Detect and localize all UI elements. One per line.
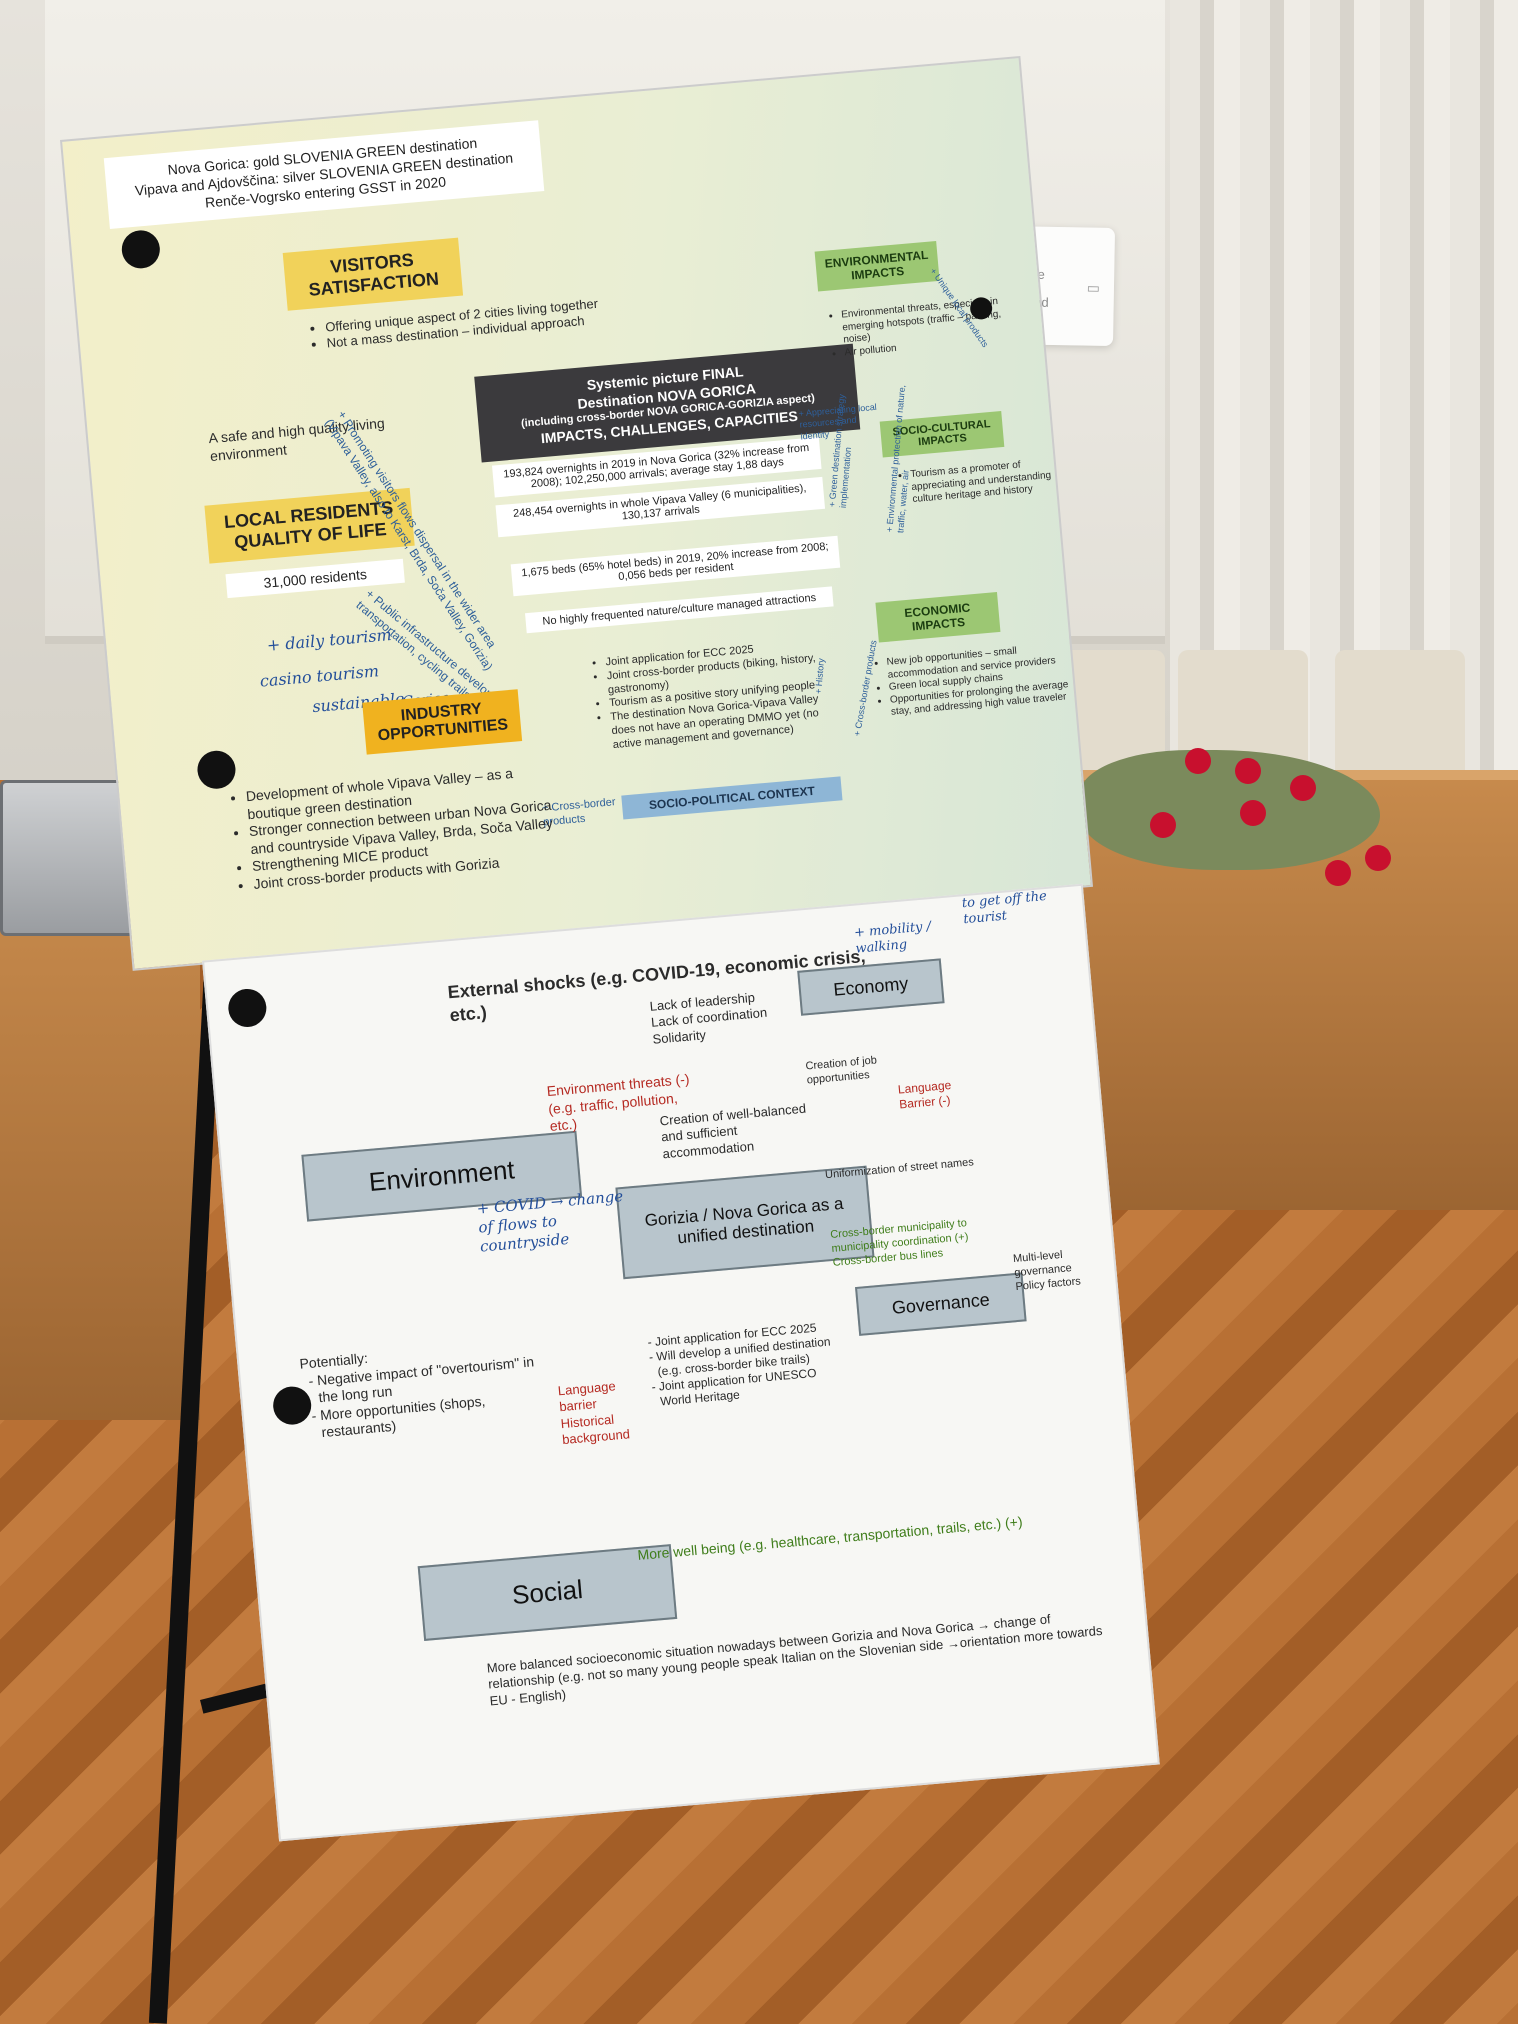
rose — [1185, 748, 1211, 774]
handwritten-note: casino tourism — [259, 661, 380, 691]
economic-impacts-box: ECONOMIC IMPACTS — [875, 592, 1001, 643]
industry-bullets: Development of whole Vipava Valley – as … — [229, 762, 557, 894]
poster-top-sheet: Nova Gorica: gold SLOVENIA GREEN destina… — [60, 55, 1094, 971]
rose — [1290, 775, 1316, 801]
language-history-labels: Language barrier Historical background — [557, 1376, 642, 1448]
visitors-satisfaction-box: VISITORS SATISFACTION — [282, 237, 464, 311]
potentially-block: Potentially: Negative impact of "overtou… — [299, 1334, 556, 1443]
job-opportunities-label: Creation of job opportunities — [805, 1054, 878, 1087]
rose — [1365, 845, 1391, 871]
poster: Nova Gorica: gold SLOVENIA GREEN destina… — [60, 55, 1186, 1854]
environmental-impacts-box: ENVIRONMENTAL IMPACTS — [814, 241, 940, 292]
rose — [1240, 800, 1266, 826]
handwritten-note: + mobility / walking — [853, 919, 932, 957]
historical-background-item: Historical background — [560, 1411, 631, 1447]
multilevel-label: Multi-level governance Policy factors — [1012, 1248, 1082, 1293]
cross-border-products-label: + Cross-border products — [541, 796, 617, 829]
lack-list: Lack of leadership Lack of coordination … — [649, 989, 769, 1048]
chair — [1335, 650, 1465, 770]
attractions-stat: No highly frequented nature/culture mana… — [525, 586, 834, 634]
magnet-pin — [226, 987, 268, 1029]
magnet-pin — [120, 228, 162, 270]
well-being-label: More well being (e.g. healthcare, transp… — [636, 1513, 1024, 1564]
handwritten-note: + daily tourism — [266, 625, 393, 655]
beds-stat: 1,675 beds (65% hotel beds) in 2019, 20%… — [510, 535, 841, 597]
poster-header: Nova Gorica: gold SLOVENIA GREEN destina… — [103, 120, 545, 229]
socio-cultural-bullets: Tourism as a promoter of appreciating an… — [894, 457, 1057, 508]
poster-bottom-sheet: External shocks (e.g. COVID-19, economic… — [202, 883, 1160, 1842]
flower-bouquet — [1080, 750, 1380, 870]
joint-items: Joint application for ECC 2025 Will deve… — [638, 1319, 844, 1411]
magnet-pin — [195, 749, 238, 791]
handwritten-note: to get off the tourist — [961, 888, 1048, 928]
unification-label: Uniformization of street names — [824, 1156, 975, 1182]
rose — [1235, 758, 1261, 784]
desk-left — [0, 880, 200, 1420]
rose — [1150, 812, 1176, 838]
language-barrier-label: Language Barrier (-) — [897, 1077, 952, 1112]
rose — [1325, 860, 1351, 886]
socio-political-context-box: SOCIO-POLITICAL CONTEXT — [621, 776, 843, 820]
governance-box: Governance — [854, 1272, 1027, 1336]
socio-political-bullets: Joint application for ECC 2025 Joint cro… — [589, 638, 827, 754]
socio-cultural-bullet: Tourism as a promoter of appreciating an… — [910, 457, 1057, 507]
economic-bullets: New job opportunities – small accommodat… — [870, 641, 1075, 721]
